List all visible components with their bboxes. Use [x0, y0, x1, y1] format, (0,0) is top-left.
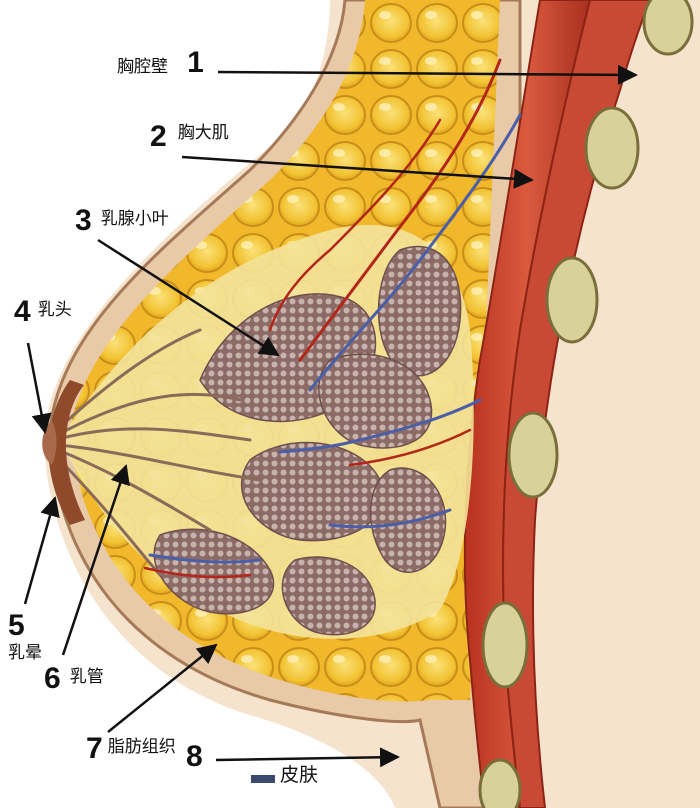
arrow-8: [215, 747, 400, 768]
rib-cross-section: [478, 758, 522, 808]
ribs: [478, 0, 694, 808]
arrow-1: [217, 64, 638, 85]
rib-cross-section: [507, 411, 559, 499]
pointer-arrows: [23, 64, 638, 768]
arrow-5: [23, 496, 60, 605]
label-text: 胸腔壁: [117, 57, 168, 77]
label-4: 4 乳头: [14, 297, 72, 327]
label-7: 7 脂肪组织: [86, 734, 176, 764]
mammary-lobules: [153, 245, 462, 636]
vein: [278, 398, 482, 454]
arrow-4: [26, 342, 52, 434]
rib-cross-section: [584, 106, 640, 190]
label-number: 2: [150, 120, 167, 153]
milk-ducts: [46, 328, 262, 577]
areola: [48, 380, 85, 525]
label-number: 1: [187, 46, 204, 79]
label-2: 2 胸大肌: [150, 122, 229, 152]
blood-vessels: [143, 58, 522, 579]
label-6: 6 乳管: [44, 664, 104, 694]
lobule: [318, 353, 433, 449]
artery: [143, 566, 252, 579]
label-8: 8: [186, 742, 203, 772]
artery: [268, 118, 442, 332]
label-3: 3 乳腺小叶: [75, 206, 169, 236]
label-text: 乳头: [37, 300, 72, 320]
legend-swatch: [251, 775, 275, 783]
label-5: 5 乳晕: [8, 611, 42, 662]
lobule: [377, 245, 462, 377]
arrow-6: [61, 464, 130, 656]
vein: [308, 113, 522, 392]
artery: [348, 428, 472, 467]
label-text: 乳晕: [8, 643, 42, 663]
label-number: 6: [44, 662, 61, 695]
artery: [298, 58, 502, 362]
label-text: 胸大肌: [177, 123, 229, 143]
label-text: 乳腺小叶: [100, 209, 169, 229]
label-number: 8: [186, 740, 203, 773]
rib-cross-section: [642, 0, 694, 56]
chest-wall-muscle-layer: [502, 0, 652, 808]
arrow-3: [97, 238, 280, 357]
arrow-7: [107, 643, 218, 733]
vein: [328, 508, 452, 529]
lobule: [153, 528, 275, 615]
lobule: [281, 556, 376, 636]
legend-label: 皮肤: [280, 764, 319, 786]
label-number: 7: [86, 732, 103, 765]
label-text: 乳管: [69, 667, 104, 687]
label-number: 4: [14, 295, 31, 328]
label-number: 5: [8, 609, 25, 642]
rib-cross-section: [481, 601, 529, 689]
rib-cross-section: [545, 256, 599, 344]
label-1: 胸腔壁 1: [117, 48, 204, 78]
lobule: [240, 441, 384, 542]
lobule: [369, 467, 447, 573]
label-text: 脂肪组织: [107, 737, 176, 757]
label-number: 3: [75, 204, 92, 237]
vein: [148, 553, 262, 564]
arrow-2: [181, 155, 534, 189]
